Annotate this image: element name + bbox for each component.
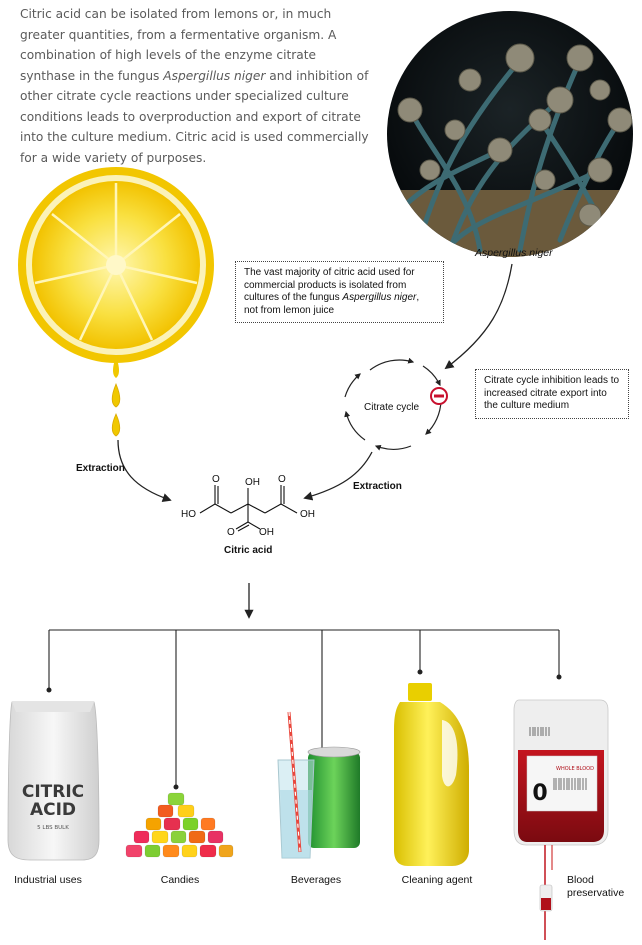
atom-oh-right: OH — [300, 509, 315, 520]
arrow-cycle-extraction — [303, 451, 373, 501]
note-top-text-1: The vast majority of citric acid used fo… — [244, 267, 415, 303]
atom-ho-left: HO — [181, 509, 196, 520]
lemon-image — [18, 167, 214, 437]
note-cycle-inhibition: Citrate cycle inhibition leads to increa… — [475, 369, 629, 419]
inhibition-icon — [430, 387, 448, 405]
blood-group: 0 — [532, 781, 547, 806]
blood-bag-image: 0 WHOLE BLOOD — [513, 699, 609, 940]
intro-text-2: and inhibition of other citrate cycle re… — [20, 68, 369, 165]
intro-organism: Aspergillus niger — [163, 68, 266, 83]
arrow-lemon-extraction — [117, 439, 172, 502]
product-label-beverages: Beverages — [290, 874, 342, 886]
intro-paragraph: Citric acid can be isolated from lemons … — [20, 4, 372, 168]
product-label-cleaning: Cleaning agent — [401, 874, 473, 886]
note-commercial-source: The vast majority of citric acid used fo… — [235, 261, 444, 323]
cleaning-agent-bottle-image — [394, 683, 469, 866]
atom-oh-top: OH — [245, 477, 260, 488]
citric-acid-name: Citric acid — [224, 545, 273, 556]
atom-o-left: O — [212, 474, 220, 485]
product-label-blood: Blood preservative — [567, 874, 625, 899]
extraction-label-right: Extraction — [353, 481, 402, 492]
fungus-caption: Aspergillus niger — [475, 247, 553, 259]
atom-o-bottom: O — [227, 527, 235, 538]
candies-image — [125, 792, 234, 858]
product-label-candies: Candies — [160, 874, 200, 886]
citrate-cycle-diagram — [344, 357, 442, 451]
sack-line1: CITRIC — [22, 782, 84, 802]
citric-acid-sack-image: CITRIC ACID 5 LBS BULK — [7, 701, 100, 861]
beverages-image — [277, 711, 361, 859]
arrow-fungus-to-cycle — [444, 263, 513, 370]
sack-line3: 5 LBS BULK — [37, 825, 69, 831]
product-label-industrial: Industrial uses — [14, 874, 82, 886]
intro-text-1: Citric acid can be isolated from lemons … — [20, 7, 337, 83]
atom-oh-bottom: OH — [259, 527, 274, 538]
blood-bag-small-text: WHOLE BLOOD — [556, 766, 594, 772]
distribution-tree — [46, 629, 562, 790]
fungus-image — [387, 11, 633, 257]
sack-line2: ACID — [30, 800, 76, 820]
atom-o-right: O — [278, 474, 286, 485]
extraction-label-left: Extraction — [76, 463, 125, 474]
note-top-organism: Aspergillus niger — [342, 292, 417, 303]
citrate-cycle-label: Citrate cycle — [364, 402, 420, 413]
citric-acid-structure — [199, 485, 298, 532]
note-top-text-2: , not from lemon juice — [244, 292, 420, 316]
